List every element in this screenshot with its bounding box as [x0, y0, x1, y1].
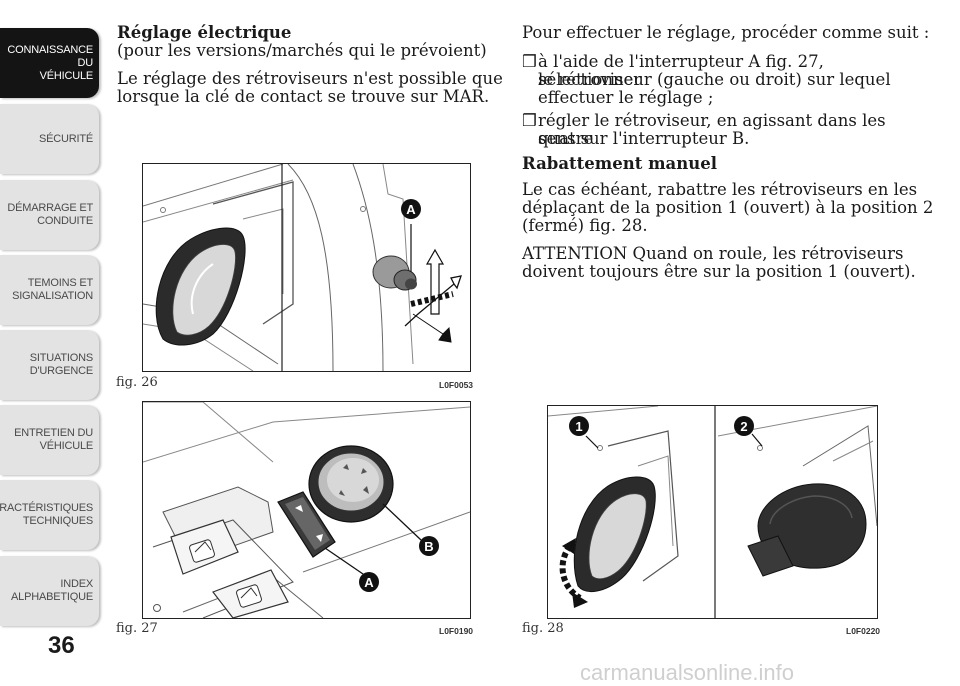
switch-panel-illustration: B A: [143, 402, 470, 618]
figure-caption: fig. 26: [116, 375, 158, 390]
list-item-line: le rétroviseur (gauche ou droit) sur leq…: [538, 70, 891, 89]
section-subheading: (pour les versions/marchés qui le prévoi…: [117, 41, 487, 60]
paragraph-line: déplaçant de la position 1 (ouvert) à la…: [522, 198, 934, 217]
tab-label-line2: VÉHICULE: [39, 69, 94, 82]
figure-28: 1 2: [547, 405, 878, 619]
tab-demarrage-et-conduite[interactable]: DÉMARRAGE ET CONDUITE: [0, 180, 99, 250]
paragraph-line: lorsque la clé de contact se trouve sur …: [117, 87, 490, 106]
list-item-line: sens sur l'interrupteur B.: [538, 129, 750, 148]
bullet-box-icon: ❒: [522, 52, 537, 71]
position-label-1: 1: [575, 419, 582, 434]
tab-label-line1: CONNAISSANCE DU: [7, 43, 93, 69]
figure-code: L0F0220: [846, 626, 881, 636]
callout-label-a: A: [364, 575, 374, 590]
watermark: carmanualsonline.info: [580, 660, 795, 685]
figure-27: B A: [142, 401, 471, 619]
figure-code: L0F0190: [439, 626, 474, 636]
list-item-line: à l'aide de l'interrupteur A fig. 27, sé…: [538, 52, 824, 89]
list-item: ❒ régler le rétroviseur, en agissant dan…: [522, 112, 912, 148]
tab-temoins-et-signalisation[interactable]: TEMOINS ET SIGNALISATION: [0, 255, 99, 325]
tab-label-line1: ENTRETIEN DU: [14, 427, 93, 439]
mirror-interior-illustration: A: [143, 164, 462, 371]
paragraph-line: (fermé) fig. 28.: [522, 216, 648, 235]
list-item: ❒ à l'aide de l'interrupteur A fig. 27, …: [522, 53, 912, 107]
tab-label-line1: TEMOINS ET: [27, 277, 93, 289]
tab-label-line2: D'URGENCE: [29, 365, 93, 377]
tab-label-line2: ALPHABETIQUE: [11, 591, 93, 603]
tab-label-line1: CARACTÉRISTIQUES: [0, 502, 93, 514]
list-item-line: effectuer le réglage ;: [538, 88, 714, 107]
list-item-line: régler le rétroviseur, en agissant dans …: [538, 111, 886, 148]
tab-index-alphabetique[interactable]: INDEX ALPHABETIQUE: [0, 556, 99, 626]
tab-label-line1: DÉMARRAGE ET: [7, 202, 93, 214]
tab-entretien-du-vehicule[interactable]: ENTRETIEN DU VÉHICULE: [0, 405, 99, 475]
paragraph-line: Le cas échéant, rabattre les rétroviseur…: [522, 180, 918, 199]
paragraph-line: Le réglage des rétroviseurs n'est possib…: [117, 69, 503, 88]
tab-label-line2: TECHNIQUES: [22, 515, 93, 527]
position-label-2: 2: [740, 419, 747, 434]
figure-26: A: [142, 163, 471, 372]
tab-caracteristiques-techniques[interactable]: CARACTÉRISTIQUES TECHNIQUES: [0, 480, 99, 550]
tab-label-line2: SIGNALISATION: [12, 290, 93, 302]
section-heading: Réglage électrique: [117, 23, 292, 42]
mirror-folding-illustration: 1 2: [548, 406, 877, 618]
warning-line: doivent toujours être sur la position 1 …: [522, 262, 916, 281]
callout-label-a: A: [406, 202, 416, 217]
section-heading: Rabattement manuel: [522, 154, 717, 173]
page-number: 36: [48, 632, 75, 659]
intro-text: Pour effectuer le réglage, procéder comm…: [522, 23, 930, 42]
warning-line: ATTENTION Quand on roule, les rétroviseu…: [522, 244, 904, 263]
figure-code: L0F0053: [439, 380, 474, 390]
figure-caption: fig. 27: [116, 621, 158, 636]
tab-label-line1: SITUATIONS: [29, 352, 93, 364]
bullet-box-icon: ❒: [522, 111, 537, 130]
tab-label-line1: INDEX: [60, 578, 93, 590]
tab-connaissance-du-vehicule[interactable]: CONNAISSANCE DU VÉHICULE: [0, 28, 99, 98]
callout-label-b: B: [424, 539, 433, 554]
tab-label-line1: SÉCURITÉ: [38, 132, 93, 145]
tab-label-line2: CONDUITE: [37, 215, 93, 227]
tab-label-line2: VÉHICULE: [39, 440, 94, 452]
tab-situations-d-urgence[interactable]: SITUATIONS D'URGENCE: [0, 330, 99, 400]
figure-caption: fig. 28: [522, 621, 564, 636]
tab-securite[interactable]: SÉCURITÉ: [0, 104, 99, 174]
